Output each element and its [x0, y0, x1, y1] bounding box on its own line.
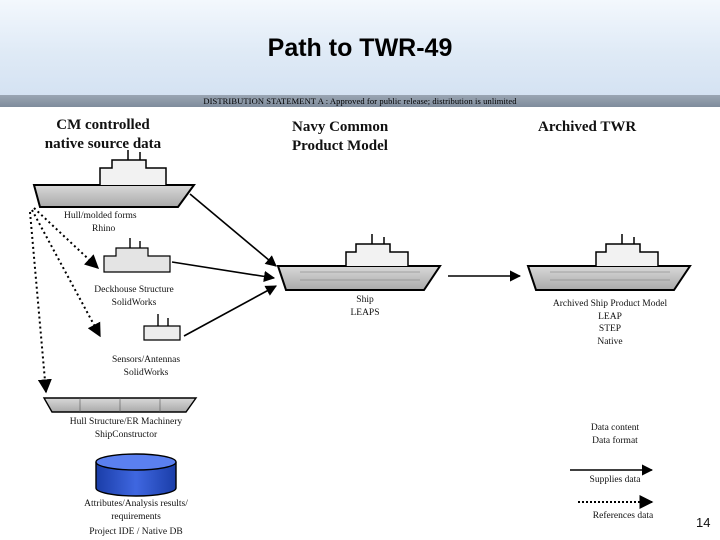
deckhouse-label-line1: Deckhouse Structure — [94, 285, 174, 295]
heading-source-text: CM controlled native source data — [44, 117, 162, 152]
supply-arrow-hull — [189, 193, 277, 267]
attributes-label: Attributes/Analysis results/ requirement… — [66, 498, 206, 539]
product-model-label-line1: Ship — [356, 295, 374, 305]
distribution-statement: DISTRIBUTION STATEMENT A : Approved for … — [203, 96, 517, 106]
legend-data-labels: Data content Data format — [570, 422, 660, 447]
archive-label-line3: STEP — [598, 324, 622, 334]
machinery-label: Hull Structure/ER Machinery ShipConstruc… — [56, 416, 196, 441]
machinery-label-line1: Hull Structure/ER Machinery — [69, 417, 183, 427]
header-band — [0, 0, 720, 96]
heading-model-text: Navy Common Product Model — [292, 119, 389, 154]
attributes-label-line3: Project IDE / Native DB — [89, 527, 183, 537]
heading-source: CM controlled native source data — [38, 116, 168, 154]
reference-arrows — [29, 207, 101, 394]
product-model-label-line2: LEAPS — [350, 307, 380, 318]
page-number: 14 — [696, 515, 711, 530]
legend-arrows — [570, 464, 654, 509]
page-title: Path to TWR-49 — [267, 34, 453, 62]
machinery-hull-icon — [42, 397, 198, 413]
archive-ship-icon — [526, 234, 692, 291]
heading-archive-text: Archived TWR — [538, 119, 637, 135]
sensors-label-line1: Sensors/Antennas — [111, 355, 181, 365]
sensors-label-line2: SolidWorks — [123, 367, 169, 378]
product-model-ship-icon — [276, 234, 442, 291]
legend-format-label: Data format — [592, 435, 638, 446]
database-icon — [95, 453, 177, 497]
ref-arrow-sensors — [31, 209, 101, 338]
archive-label-line4: Native — [597, 336, 623, 347]
sensors-icon — [143, 314, 181, 341]
hull-label: Hull/molded forms Rhino — [64, 210, 137, 235]
archive-label-line1: Archived Ship Product Model — [552, 299, 668, 309]
hull-label-line2: Rhino — [92, 223, 116, 234]
archive-label: Archived Ship Product Model LEAP STEP Na… — [540, 298, 680, 348]
supply-arrow-deckhouse — [171, 261, 276, 282]
attributes-label-line2: requirements — [111, 511, 161, 522]
legend-references-label: References data — [592, 511, 654, 521]
deckhouse-label-line2: SolidWorks — [111, 297, 157, 308]
heading-archive: Archived TWR — [538, 118, 668, 137]
product-model-label: Ship LEAPS — [330, 294, 400, 319]
deckhouse-icon — [103, 238, 171, 273]
sensors-label: Sensors/Antennas SolidWorks — [96, 354, 196, 379]
legend-content-label: Data content — [590, 423, 640, 433]
attributes-label-line1: Attributes/Analysis results/ — [84, 499, 188, 509]
archive-label-line2: LEAP — [598, 311, 622, 322]
machinery-label-line2: ShipConstructor — [94, 429, 158, 440]
source-ship-icon — [32, 150, 196, 208]
legend-supplies-label: Supplies data — [589, 475, 641, 485]
distribution-bar — [0, 95, 720, 107]
ref-arrow-machinery — [29, 211, 52, 394]
supply-arrows — [171, 193, 522, 337]
supply-arrow-sensors — [183, 285, 277, 337]
heading-model: Navy Common Product Model — [292, 118, 412, 156]
hull-label-line1: Hull/molded forms — [64, 211, 137, 221]
deckhouse-label: Deckhouse Structure SolidWorks — [84, 284, 184, 309]
